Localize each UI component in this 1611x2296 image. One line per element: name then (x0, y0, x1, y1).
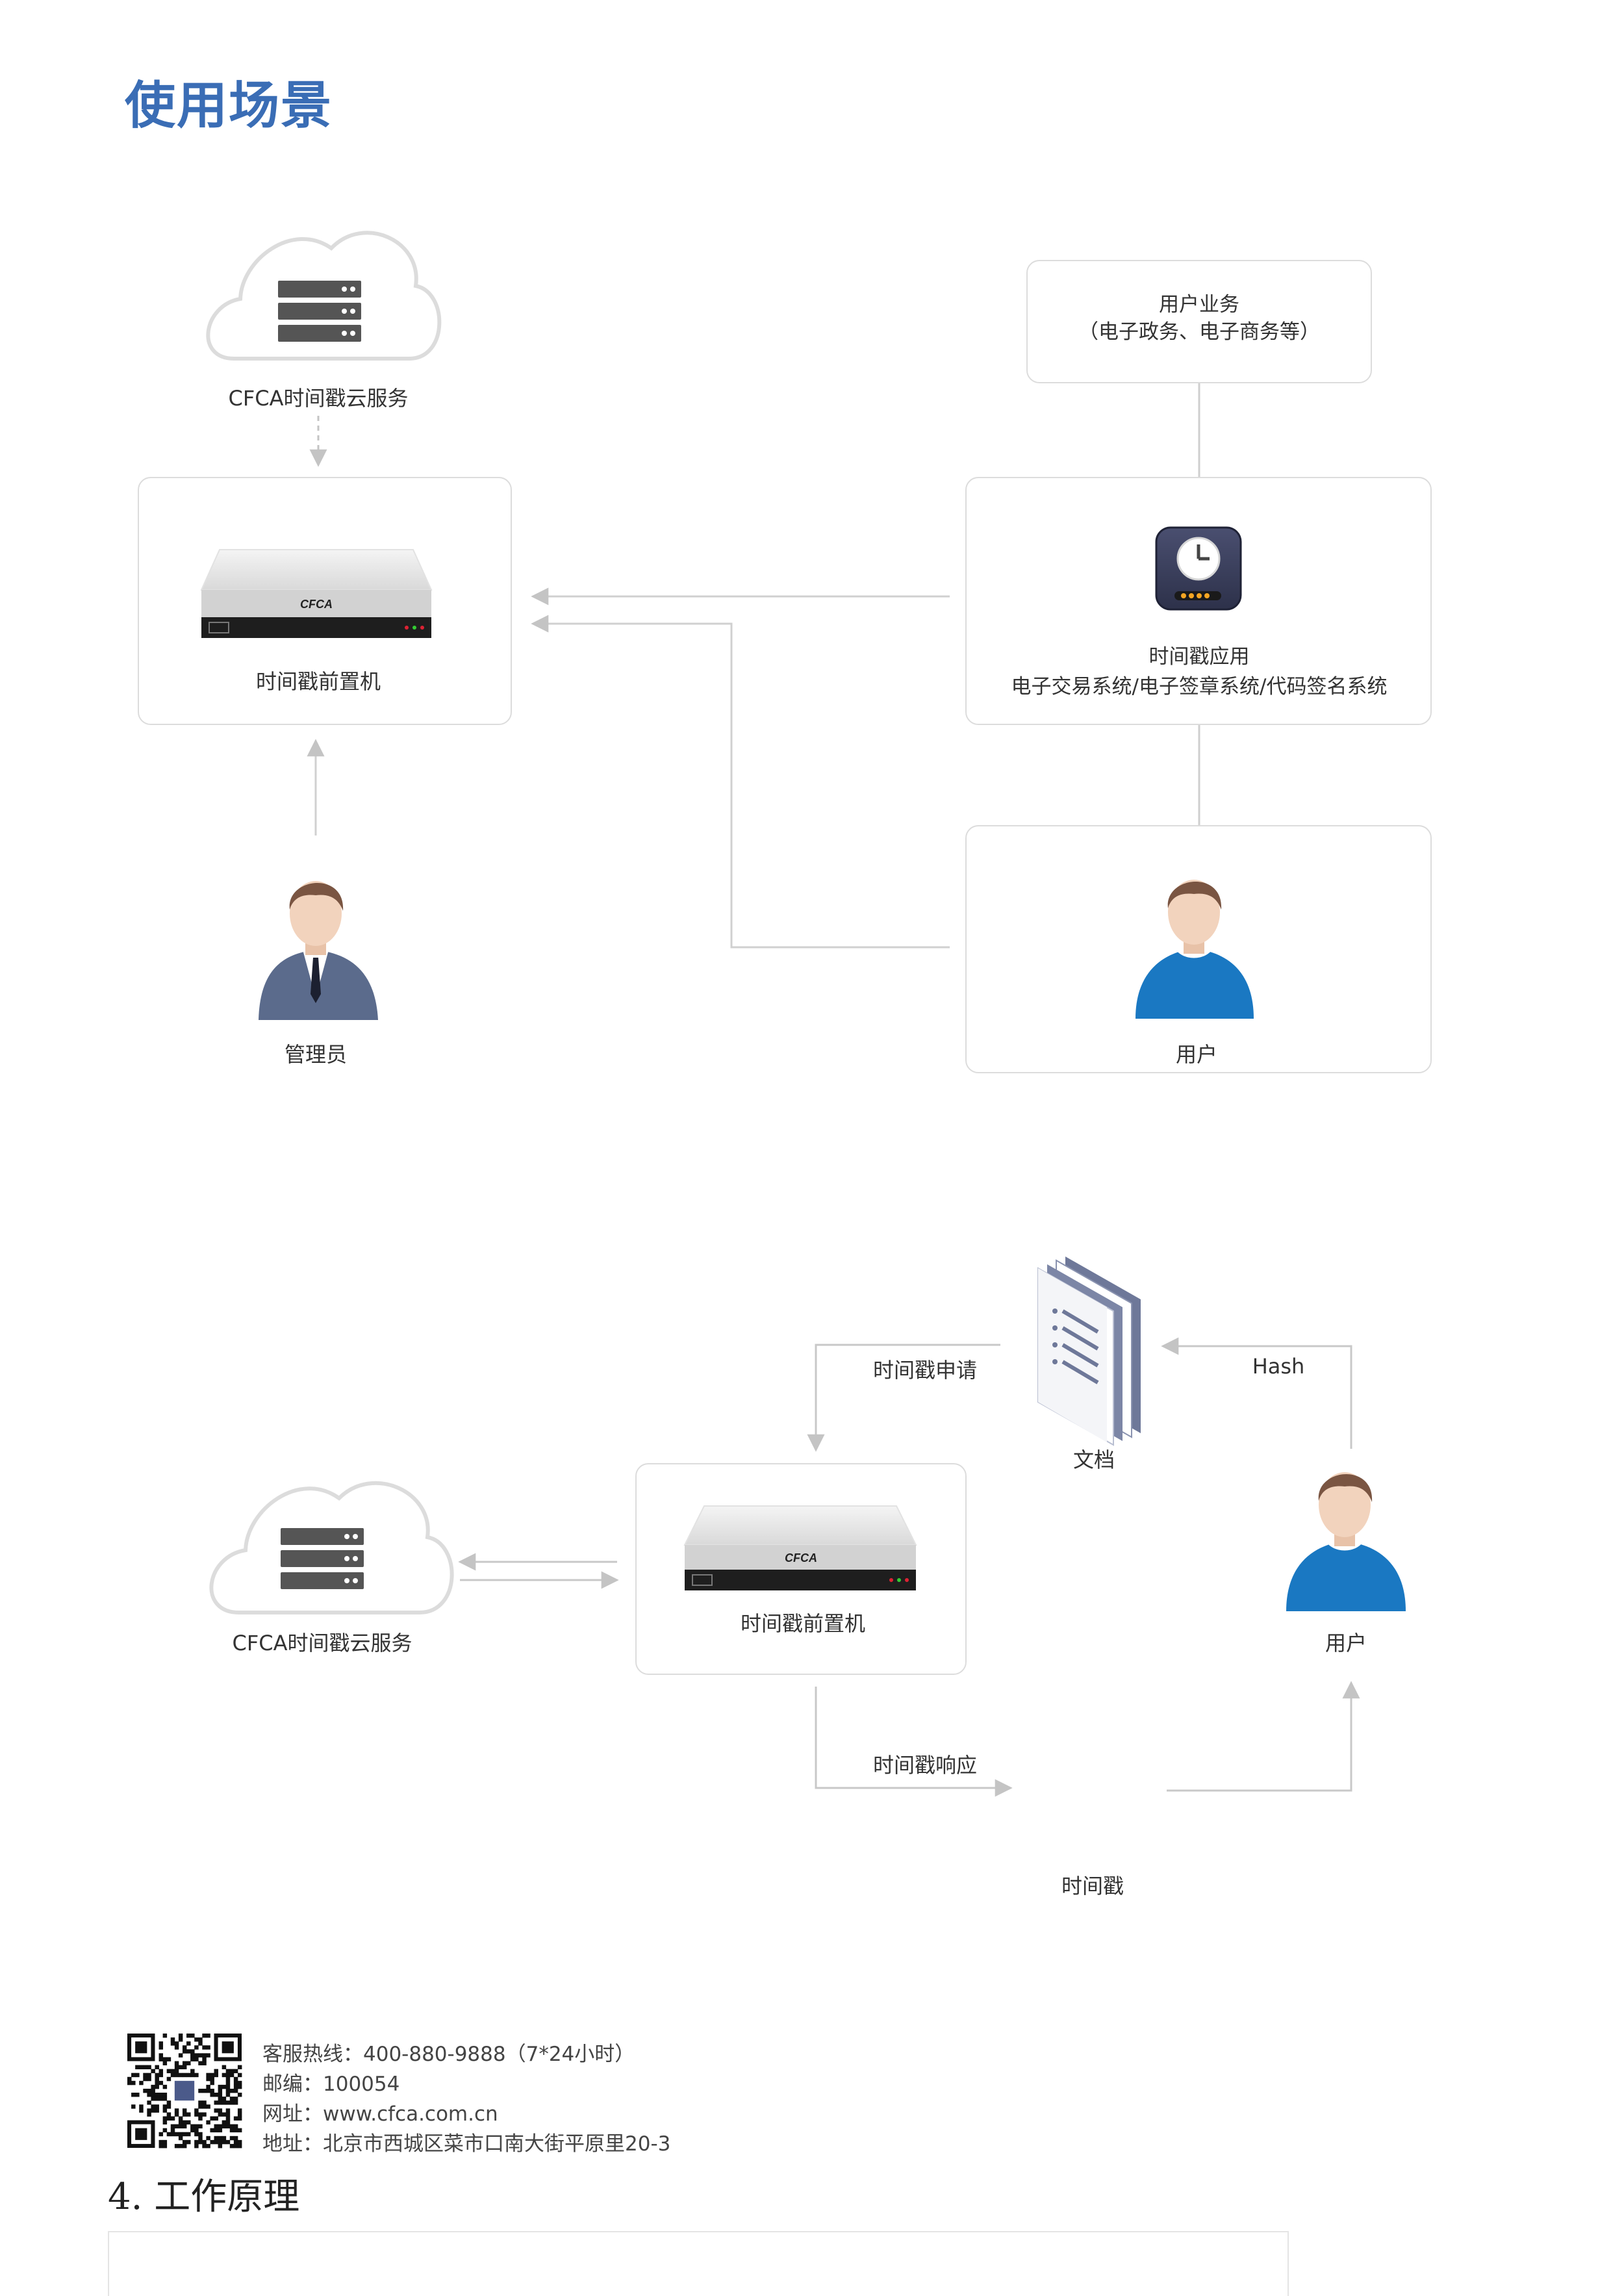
server-icon-2 (683, 1505, 917, 1590)
hash-label: Hash (1252, 1354, 1305, 1379)
server-icon (200, 549, 433, 638)
front-server-label-2: 时间戳前置机 (740, 1611, 866, 1636)
user-label: 用户 (1175, 1042, 1218, 1067)
response-arrow (815, 1687, 1013, 1797)
timestamp-to-user-arrow (1167, 1681, 1360, 1792)
cloud-icon (206, 231, 442, 361)
user-label-2: 用户 (1325, 1631, 1367, 1655)
cloud-label-2: CFCA时间戳云服务 (232, 1631, 412, 1655)
user-to-server-arrow (531, 615, 950, 949)
user-business-subtitle: （电子政务、电子商务等） (1078, 320, 1320, 344)
tsa-app-systems: 电子交易系统/电子签章系统/代码签名系统 (1011, 675, 1388, 698)
hash-arrow (1161, 1337, 1352, 1449)
user-business-title: 用户业务 (1159, 293, 1239, 316)
server-brand-2: CFCA (785, 1551, 817, 1564)
tsa-app-label: 时间戳应用 (1148, 645, 1250, 669)
admin-label: 管理员 (284, 1042, 348, 1067)
request-arrow (807, 1344, 1000, 1452)
cloud-label: CFCA时间戳云服务 (228, 386, 409, 411)
server-rack-icon (278, 281, 361, 342)
user-business-box (1026, 260, 1372, 383)
postcode-text: 邮编：100054 (262, 2073, 400, 2096)
response-label: 时间戳响应 (872, 1753, 978, 1778)
timestamp-label: 时间戳 (1061, 1874, 1124, 1898)
admin-avatar-icon (259, 881, 378, 1020)
qr-code-icon (125, 2031, 244, 2150)
website-text: 网址：www.cfca.com.cn (262, 2102, 498, 2126)
cloud-icon-2 (209, 1481, 454, 1614)
user-avatar-icon (1135, 880, 1254, 1019)
request-label: 时间戳申请 (872, 1358, 978, 1383)
server-rack-icon-2 (281, 1528, 364, 1589)
server-brand: CFCA (300, 598, 333, 611)
address-text: 地址：北京市西城区菜市口南大街平原里20-3 (262, 2132, 671, 2156)
clock-app-icon (1155, 526, 1242, 611)
document-icon (1037, 1256, 1141, 1446)
user-avatar-icon-2 (1286, 1472, 1406, 1611)
front-server-label: 时间戳前置机 (255, 669, 381, 694)
content-frame (108, 2231, 1289, 2296)
section-heading: 4. 工作原理 (108, 2176, 300, 2218)
hotline-text: 客服热线：400-880-9888（7*24小时） (262, 2043, 635, 2066)
page-title: 使用场景 (125, 77, 333, 135)
document-label: 文档 (1072, 1448, 1115, 1472)
